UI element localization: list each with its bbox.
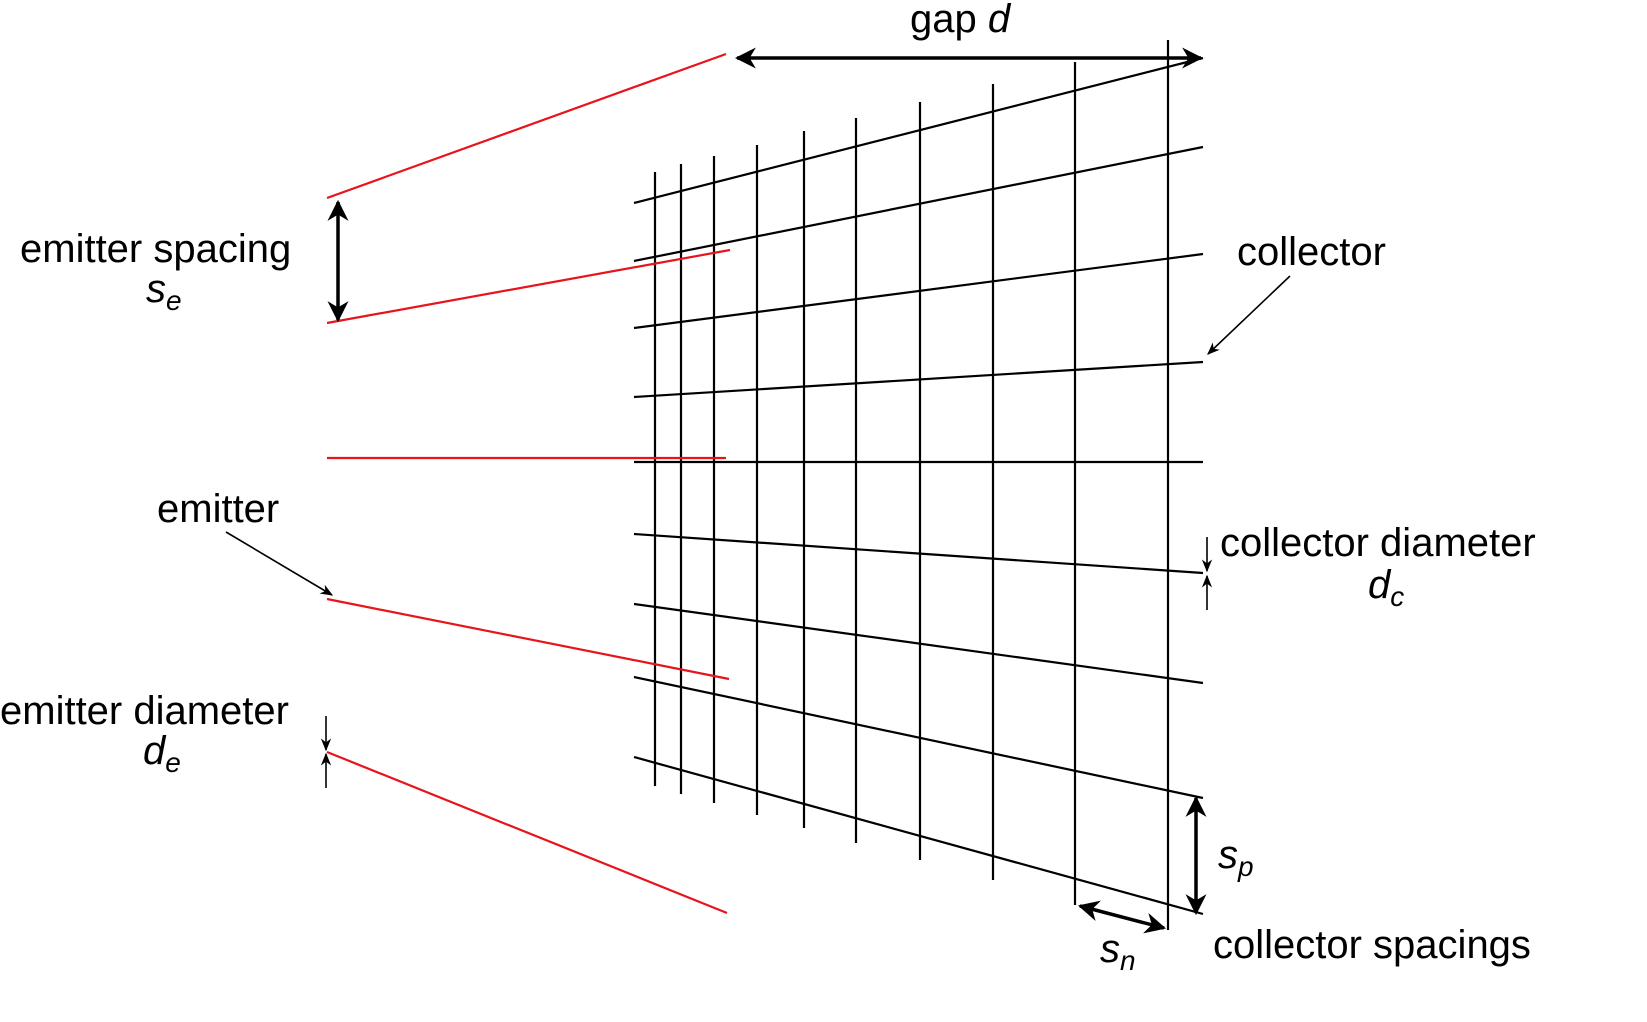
emitter-wires: [326, 52, 731, 915]
collector-wire-horizontal: [633, 252, 1204, 330]
collector-wires-horizontal: [633, 56, 1204, 916]
gap-label: gap d: [910, 0, 1012, 41]
emitter-pointer-arrow: [225, 531, 334, 596]
emitter-diameter-symbol: de: [143, 729, 181, 778]
sp-label: sp: [1218, 833, 1254, 882]
emitter-spacing-label: emitter spacing: [20, 227, 291, 271]
emitter-wire: [326, 597, 730, 681]
collector-wire-horizontal: [633, 360, 1204, 399]
collector-wire-horizontal: [633, 755, 1204, 916]
collector-wire-horizontal: [633, 602, 1204, 685]
sn-arrow: [1077, 900, 1167, 934]
collector-wire-horizontal: [633, 56, 1204, 205]
sn-label: sn: [1100, 927, 1136, 976]
collector-wire-horizontal: [633, 675, 1204, 800]
collector-spacings-label: collector spacings: [1213, 923, 1531, 967]
collector-wire-horizontal: [633, 145, 1204, 263]
emitter-wire: [326, 52, 727, 200]
emitter-spacing-symbol: se: [146, 267, 182, 316]
collector-wires-vertical: [653, 40, 1170, 930]
emitter-diameter-label: emitter diameter: [0, 689, 289, 733]
collector-diameter-symbol: dc: [1368, 563, 1404, 612]
collector-wire-horizontal: [633, 532, 1204, 575]
emitter-label: emitter: [157, 487, 279, 531]
emitter-wire: [326, 248, 731, 325]
emitter-wire: [326, 750, 728, 915]
collector-diameter-label: collector diameter: [1220, 521, 1536, 565]
collector-label: collector: [1237, 230, 1386, 274]
collector-pointer-arrow: [1207, 275, 1291, 355]
